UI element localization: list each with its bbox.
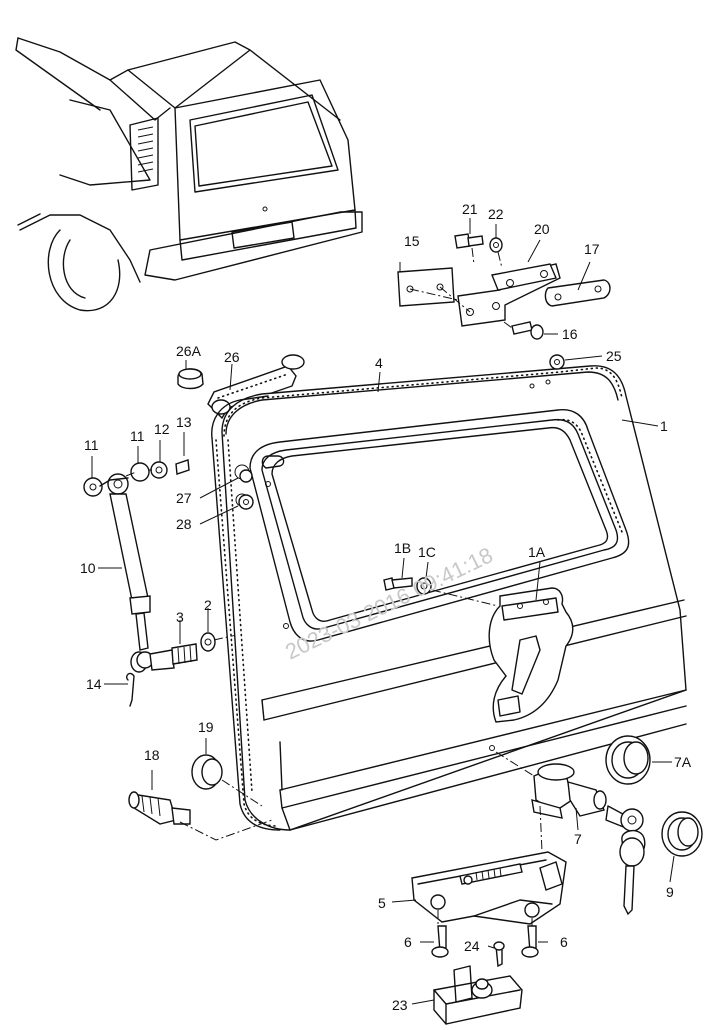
label-10: 10 [80, 560, 96, 576]
label-7: 7 [574, 831, 582, 847]
label-7a: 7A [674, 754, 692, 770]
label-11-left: 11 [84, 437, 99, 453]
label-17: 17 [584, 241, 600, 257]
label-1: 1 [660, 418, 668, 434]
gas-strut [83, 459, 190, 707]
label-12: 12 [154, 421, 170, 437]
label-1c: 1C [418, 544, 436, 560]
label-22: 22 [488, 206, 504, 222]
label-9: 9 [666, 884, 674, 900]
label-16: 16 [562, 326, 578, 342]
label-26a: 26A [176, 343, 202, 359]
lock-bracket [383, 577, 574, 723]
label-21: 21 [462, 201, 478, 217]
label-11-right: 11 [130, 428, 145, 444]
label-3: 3 [176, 609, 184, 625]
label-1b: 1B [394, 540, 411, 556]
label-6-left: 6 [404, 934, 412, 950]
label-24: 24 [464, 938, 480, 954]
label-20: 20 [534, 221, 550, 237]
buffers [238, 354, 565, 510]
label-13: 13 [176, 414, 192, 430]
label-14: 14 [86, 676, 102, 692]
tailgate [211, 365, 687, 831]
leader-lines [91, 218, 675, 1005]
part-labels: 1 1A 1B 1C 2 3 4 5 6 6 7 7A 9 10 11 11 1… [80, 201, 692, 1013]
label-2: 2 [204, 597, 212, 613]
label-4: 4 [375, 355, 383, 371]
label-25: 25 [606, 348, 622, 364]
label-27: 27 [176, 490, 192, 506]
hinge-assembly [397, 233, 611, 340]
label-15: 15 [404, 233, 420, 249]
label-18: 18 [144, 747, 160, 763]
lock-mechanism [411, 805, 567, 1025]
vehicle-rear-view [15, 37, 363, 312]
grab-handle [177, 354, 305, 420]
label-1a: 1A [528, 544, 546, 560]
label-6-right: 6 [560, 934, 568, 950]
label-28: 28 [176, 516, 192, 532]
label-5: 5 [378, 895, 386, 911]
label-26: 26 [224, 349, 240, 365]
bump-stop [128, 754, 273, 841]
label-23: 23 [392, 997, 408, 1013]
ball-stud [136, 623, 287, 671]
lock-cylinder [495, 735, 703, 916]
label-19: 19 [198, 719, 214, 735]
